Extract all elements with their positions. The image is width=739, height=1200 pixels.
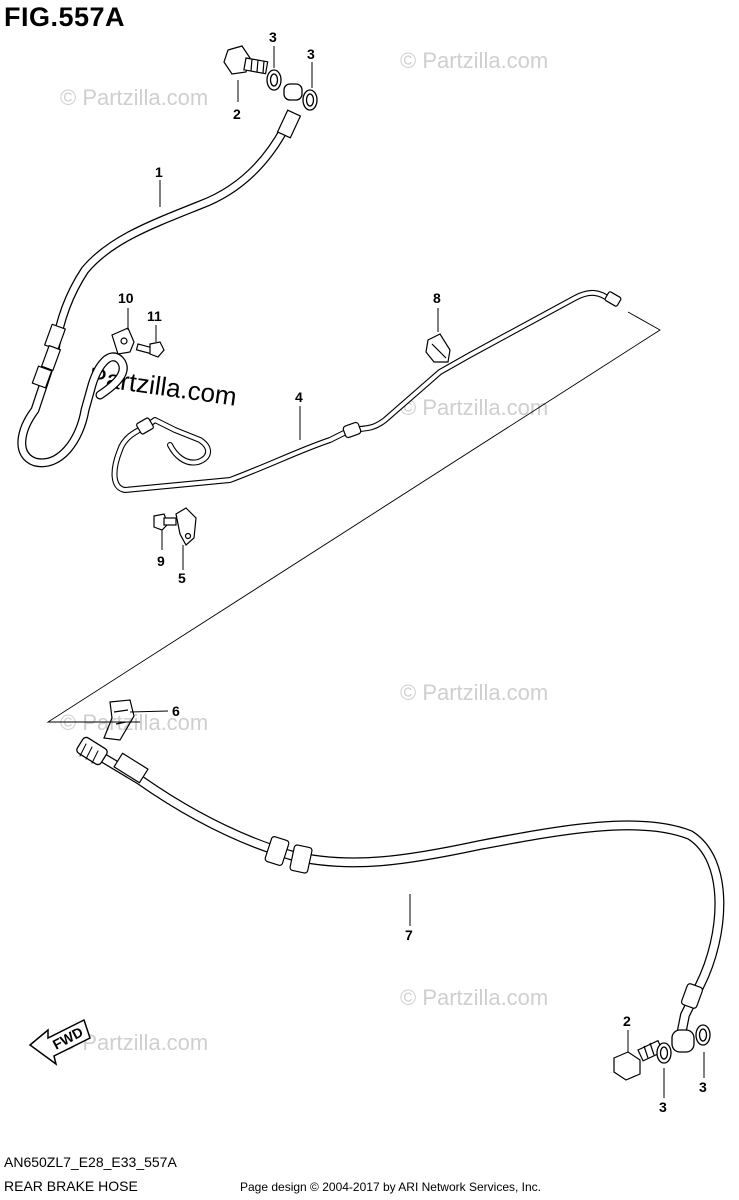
callout-3-bottom[interactable]: 3 bbox=[659, 1099, 667, 1115]
callouts: 1 2 3 3 4 5 6 7 8 9 10 11 2 3 3 bbox=[118, 29, 707, 1115]
part-8-clamp[interactable] bbox=[425, 333, 451, 363]
callout-3-bottom[interactable]: 3 bbox=[699, 1079, 707, 1095]
part-10-bracket[interactable] bbox=[111, 327, 135, 355]
watermark: © Partzilla.com bbox=[60, 710, 208, 735]
part-4-brake-pipe[interactable] bbox=[111, 290, 622, 493]
callout-6[interactable]: 6 bbox=[172, 703, 180, 719]
callout-2[interactable]: 2 bbox=[233, 106, 241, 122]
callout-4[interactable]: 4 bbox=[295, 389, 303, 405]
callout-9[interactable]: 9 bbox=[157, 553, 165, 569]
callout-2-bottom[interactable]: 2 bbox=[623, 1013, 631, 1029]
callout-11[interactable]: 11 bbox=[147, 308, 162, 324]
copyright-credit: Page design © 2004-2017 by ARI Network S… bbox=[240, 1180, 542, 1194]
part-9-bolt[interactable] bbox=[153, 513, 177, 531]
callout-8[interactable]: 8 bbox=[433, 290, 441, 306]
part-3-washers-top[interactable] bbox=[266, 69, 318, 111]
callout-10[interactable]: 10 bbox=[118, 290, 134, 306]
part-11-bolt[interactable] bbox=[135, 341, 165, 358]
callout-7[interactable]: 7 bbox=[405, 927, 413, 943]
callout-1[interactable]: 1 bbox=[155, 164, 163, 180]
part-7-brake-hose[interactable] bbox=[75, 736, 725, 1045]
part-2-union-bolt[interactable] bbox=[223, 45, 269, 75]
watermark: © Partzilla.com bbox=[60, 85, 208, 110]
callout-5[interactable]: 5 bbox=[178, 570, 186, 586]
fwd-arrow: FWD bbox=[28, 1018, 91, 1066]
part-2-union-bolt-bottom[interactable] bbox=[613, 1039, 664, 1081]
part-5-clamp[interactable] bbox=[175, 507, 197, 546]
watermark: © Partzilla.com bbox=[400, 985, 548, 1010]
assembly-boundary bbox=[46, 311, 661, 723]
leader-lines bbox=[127, 46, 705, 1098]
watermark: © Partzilla.com bbox=[400, 680, 548, 705]
figure-name: REAR BRAKE HOSE bbox=[4, 1178, 138, 1194]
callout-3[interactable]: 3 bbox=[307, 46, 315, 62]
figure-code: AN650ZL7_E28_E33_557A bbox=[4, 1154, 177, 1170]
part-3-washers-bottom[interactable] bbox=[656, 1024, 711, 1064]
part-6-clip[interactable] bbox=[103, 699, 135, 741]
figure-title: FIG.557A bbox=[4, 2, 126, 32]
watermark: © Partzilla.com bbox=[400, 48, 548, 73]
callout-3[interactable]: 3 bbox=[269, 29, 277, 45]
watermarks: © Partzilla.com © Partzilla.com © Partzi… bbox=[60, 48, 548, 1055]
part-1-brake-hose[interactable] bbox=[17, 109, 302, 468]
watermark: © Partzilla.com bbox=[400, 395, 548, 420]
